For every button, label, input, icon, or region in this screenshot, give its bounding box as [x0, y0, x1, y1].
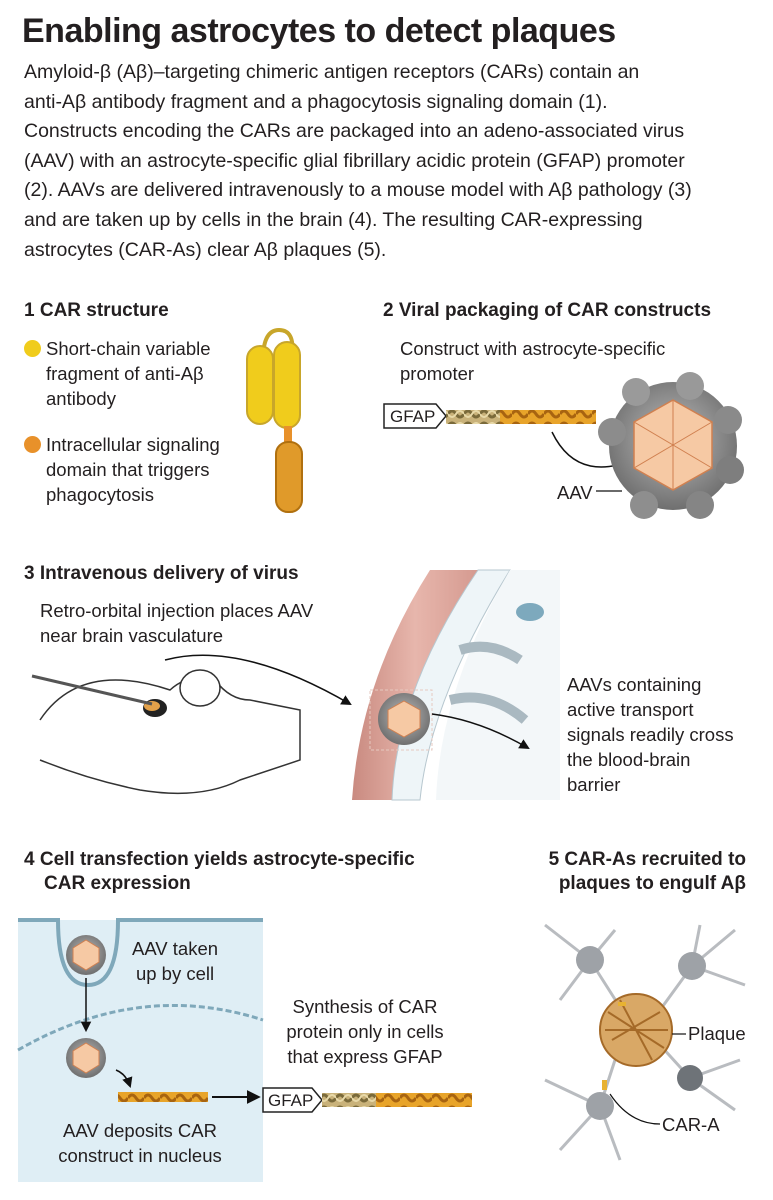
- car-receptor-illustration: [246, 327, 303, 513]
- panel5-heading-line: 5 CAR-As recruited to: [548, 849, 746, 870]
- construct-line: promoter: [400, 363, 475, 384]
- panel4-heading-line: 4 Cell transfection yields astrocyte-spe…: [24, 849, 415, 870]
- intro-line: (AAV) with an astrocyte-specific glial f…: [24, 149, 685, 172]
- synthesis-line: protein only in cells: [286, 1021, 444, 1042]
- synthesis-line: that express GFAP: [287, 1046, 443, 1067]
- synthesis-line: Synthesis of CAR: [292, 996, 438, 1017]
- scfv-line: fragment of anti-Aβ: [46, 363, 204, 384]
- intro-line: and are taken up by cells in the brain (…: [24, 208, 643, 231]
- cell-illustration: [17, 918, 264, 1182]
- signal-line: Intracellular signaling: [46, 434, 220, 455]
- signal-label: Intracellular signaling domain that trig…: [46, 432, 220, 507]
- construct-line: Construct with astrocyte-specific: [400, 338, 666, 359]
- panel1-heading: 1 CAR structure: [24, 300, 169, 321]
- scfv-label: Short-chain variable fragment of anti-Aβ…: [46, 336, 211, 411]
- plaque-label: Plaque: [688, 1023, 746, 1044]
- cross-line: the blood-brain: [567, 749, 691, 770]
- taken-line: up by cell: [135, 963, 215, 984]
- panel4-heading-line: CAR expression: [44, 873, 191, 894]
- cross-line: barrier: [567, 774, 621, 795]
- synthesis-label: Synthesis of CAR protein only in cells t…: [280, 994, 450, 1069]
- aav-virus-large: [598, 372, 744, 519]
- deposit-line: construct in nucleus: [58, 1145, 222, 1166]
- injection-line: Retro-orbital injection places AAV: [40, 600, 314, 621]
- panel4-heading: 4 Cell transfection yields astrocyte-spe…: [24, 848, 415, 896]
- cross-line: active transport: [567, 699, 694, 720]
- panel5-heading: 5 CAR-As recruited to plaques to engulf …: [520, 848, 746, 896]
- deposit-label: AAV deposits CAR construct in nucleus: [44, 1118, 236, 1168]
- signal-legend-dot: [24, 436, 41, 453]
- aav-virus-vessel: [369, 689, 530, 751]
- taken-line: AAV taken: [132, 938, 219, 959]
- mouse-illustration: [31, 654, 352, 795]
- intro-line: Amyloid-β (Aβ)–targeting chimeric antige…: [24, 61, 640, 83]
- panel2-heading: 2 Viral packaging of CAR constructs: [383, 300, 712, 321]
- gfap-construct-p2: [383, 403, 652, 468]
- gfap-construct-p4: [262, 1087, 472, 1113]
- intro-paragraph: Amyloid-β (Aβ)–targeting chimeric antige…: [24, 58, 754, 265]
- signal-line: phagocytosis: [46, 484, 154, 505]
- intro-line: astrocytes (CAR-As) clear Aβ plaques (5)…: [24, 238, 387, 261]
- page-title: Enabling astrocytes to detect plaques: [22, 12, 616, 50]
- intro-line: (2). AAVs are delivered intravenously to…: [24, 179, 692, 202]
- car-a-label: CAR-A: [662, 1114, 720, 1135]
- cross-label: AAVs containing active transport signals…: [567, 672, 734, 797]
- aav-label: AAV: [557, 482, 593, 503]
- scfv-line: antibody: [46, 388, 116, 409]
- injection-label: Retro-orbital injection places AAV near …: [40, 598, 313, 648]
- blood-vessel: [352, 569, 560, 801]
- scfv-legend-dot: [24, 340, 41, 357]
- injection-line: near brain vasculature: [40, 625, 224, 646]
- signal-line: domain that triggers: [46, 459, 210, 480]
- gfap-label-p4: GFAP: [268, 1091, 314, 1110]
- gfap-label-p2: GFAP: [390, 407, 436, 426]
- astrocytes-plaque-illustration: [544, 923, 746, 1161]
- taken-label: AAV taken up by cell: [132, 936, 218, 986]
- cross-line: signals readily cross: [567, 724, 734, 745]
- panel3-heading: 3 Intravenous delivery of virus: [24, 563, 299, 584]
- deposit-line: AAV deposits CAR: [63, 1120, 217, 1141]
- scfv-line: Short-chain variable: [46, 338, 211, 359]
- intro-line: Constructs encoding the CARs are package…: [24, 120, 685, 143]
- panel5-heading-line: plaques to engulf Aβ: [558, 873, 746, 894]
- intro-line: anti-Aβ antibody fragment and a phagocyt…: [24, 90, 608, 113]
- construct-label: Construct with astrocyte-specific promot…: [400, 336, 665, 386]
- cross-line: AAVs containing: [567, 674, 702, 695]
